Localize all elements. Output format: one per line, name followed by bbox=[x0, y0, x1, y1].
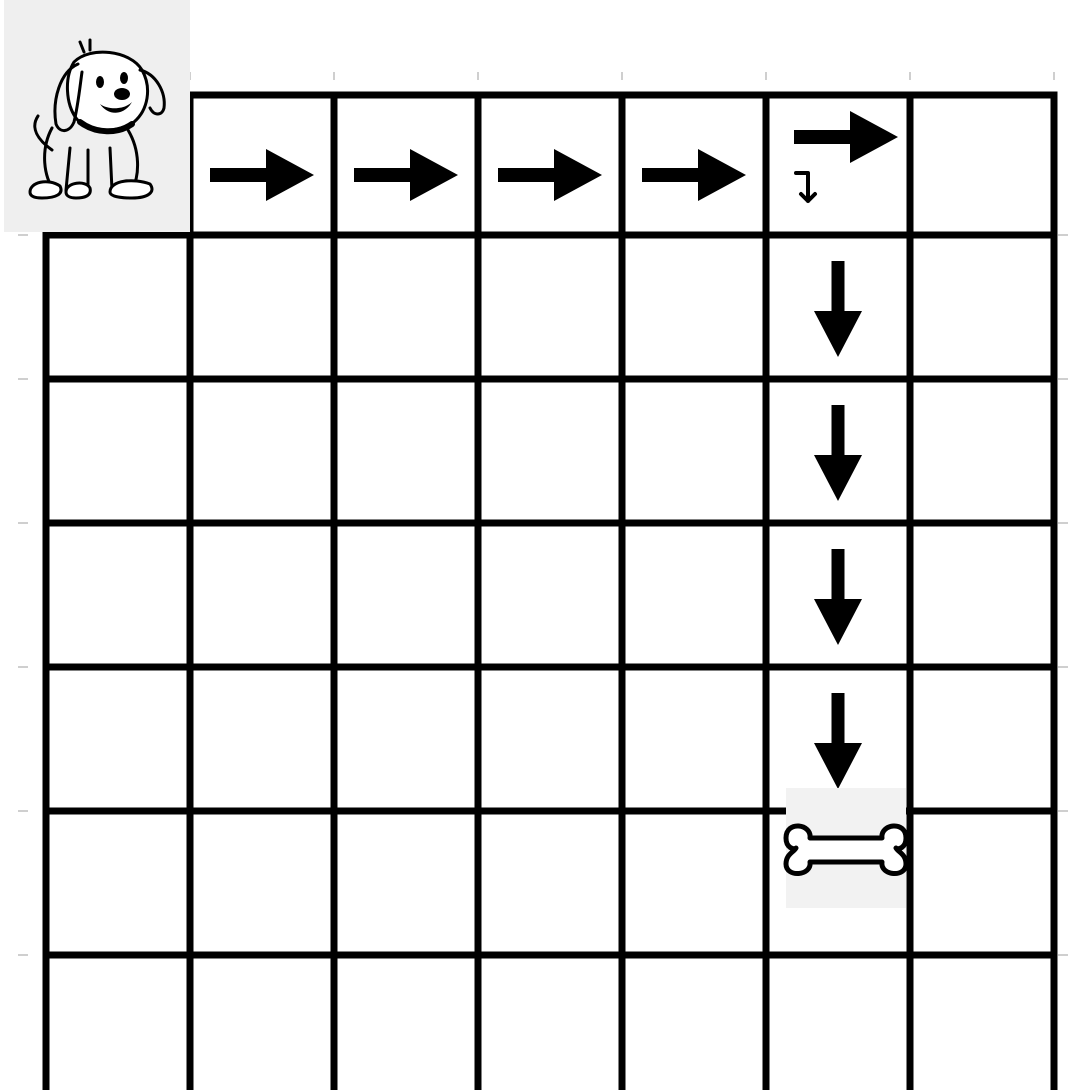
grid-cell bbox=[622, 811, 766, 955]
arrow-shaft bbox=[498, 168, 558, 182]
grid-cell bbox=[478, 955, 622, 1090]
grid-cell bbox=[622, 523, 766, 667]
grid-cell bbox=[622, 667, 766, 811]
arrow-shaft bbox=[832, 405, 845, 459]
grid-cell bbox=[190, 955, 334, 1090]
grid-cell bbox=[910, 95, 1054, 235]
grid-cell bbox=[190, 523, 334, 667]
arrow-shaft bbox=[210, 168, 270, 182]
grid-cell bbox=[190, 235, 334, 379]
arrow-shaft bbox=[832, 693, 845, 747]
grid-cell bbox=[910, 235, 1054, 379]
grid-cell bbox=[478, 379, 622, 523]
arrow-shaft bbox=[354, 168, 414, 182]
arrow-shaft bbox=[832, 261, 845, 315]
grid-cell bbox=[334, 95, 478, 235]
grid-cell bbox=[334, 955, 478, 1090]
grid-cell bbox=[334, 667, 478, 811]
grid-cell bbox=[622, 379, 766, 523]
grid-cell bbox=[334, 379, 478, 523]
grid-cell bbox=[478, 523, 622, 667]
grid-cell bbox=[766, 95, 910, 235]
grid-cell bbox=[190, 379, 334, 523]
grid-cell bbox=[910, 379, 1054, 523]
grid-cell bbox=[910, 955, 1054, 1090]
grid-cell bbox=[46, 379, 190, 523]
grid-cell bbox=[334, 235, 478, 379]
arrow-shaft bbox=[832, 549, 845, 603]
grid-cell bbox=[910, 811, 1054, 955]
bone-icon bbox=[786, 788, 906, 908]
grid-cell bbox=[46, 523, 190, 667]
grid-cell bbox=[622, 955, 766, 1090]
grid-cell bbox=[334, 811, 478, 955]
grid-cell bbox=[622, 95, 766, 235]
arrow-shaft bbox=[642, 168, 702, 182]
grid-cells bbox=[46, 95, 1054, 1090]
grid-cell bbox=[478, 95, 622, 235]
dog-icon bbox=[4, 0, 190, 232]
grid-cell bbox=[910, 667, 1054, 811]
grid-cell bbox=[478, 811, 622, 955]
grid-cell bbox=[190, 95, 334, 235]
grid-cell bbox=[910, 523, 1054, 667]
grid-cell bbox=[478, 667, 622, 811]
grid-cell bbox=[190, 811, 334, 955]
grid-cell bbox=[46, 667, 190, 811]
arrow-shaft bbox=[794, 130, 854, 144]
grid-cell bbox=[46, 955, 190, 1090]
grid-cell bbox=[334, 523, 478, 667]
grid-cell bbox=[46, 235, 190, 379]
grid-cell bbox=[622, 235, 766, 379]
grid-cell bbox=[766, 955, 910, 1090]
grid-cell bbox=[190, 667, 334, 811]
grid-cell bbox=[46, 811, 190, 955]
grid-cell bbox=[478, 235, 622, 379]
